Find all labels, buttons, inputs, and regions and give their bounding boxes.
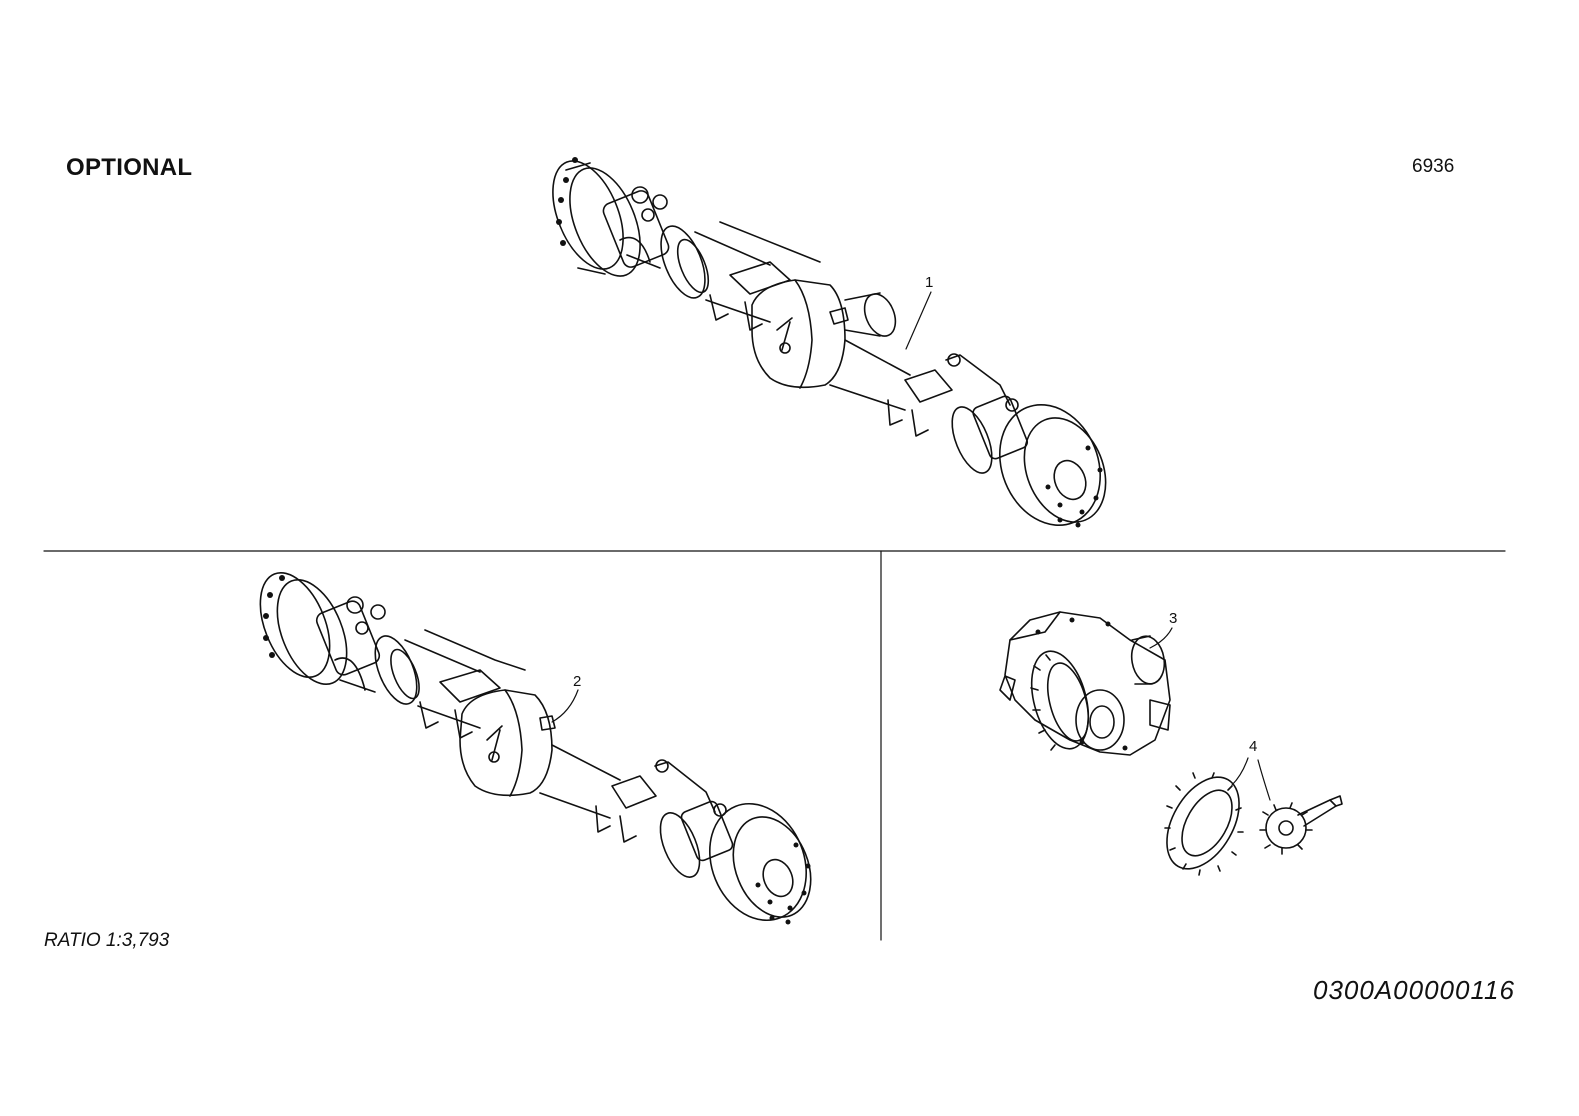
callout-3: 3 bbox=[1169, 610, 1178, 627]
callout-2: 2 bbox=[573, 673, 582, 690]
differential-carrier-3 bbox=[999, 611, 1173, 756]
axle-assembly-1 bbox=[552, 157, 1107, 528]
callout-1: 1 bbox=[925, 274, 934, 291]
crown-wheel-pinion-4 bbox=[1164, 757, 1343, 876]
ratio-label: RATIO 1:3,793 bbox=[44, 930, 170, 951]
drawing-code: 0300A00000116 bbox=[1313, 975, 1515, 1005]
sheet-number: 6936 bbox=[1412, 156, 1455, 177]
callout-4: 4 bbox=[1249, 738, 1258, 755]
page-title: OPTIONAL bbox=[66, 154, 193, 181]
axle-assembly-2 bbox=[259, 571, 812, 925]
